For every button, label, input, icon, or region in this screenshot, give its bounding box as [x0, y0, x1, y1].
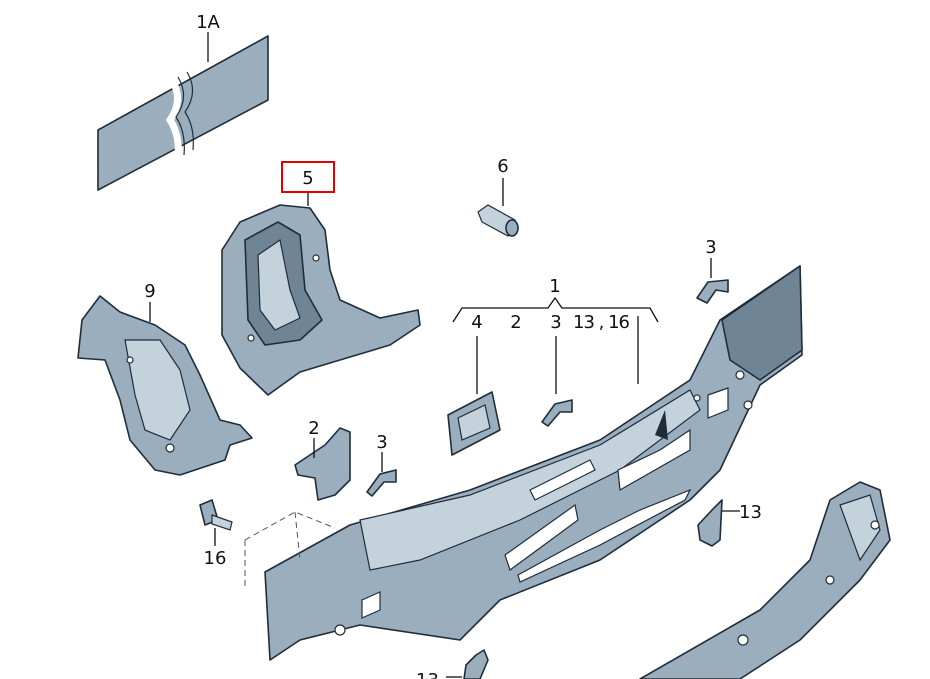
callout-13-bottom[interactable]: 13 — [416, 670, 439, 679]
part-13-bracket-bottom[interactable] — [463, 649, 489, 679]
callout-5[interactable]: 5 — [302, 168, 313, 189]
group-bracket-1 — [452, 296, 659, 323]
callout-13-right[interactable]: 13 — [739, 502, 762, 523]
callout-3[interactable]: 3 — [376, 432, 387, 453]
part-9-heat-shield[interactable] — [77, 295, 253, 476]
part-16-bolt[interactable] — [199, 499, 233, 531]
callout-13-16[interactable]: 13 , 16 — [573, 312, 631, 333]
dashed-outline — [244, 511, 336, 590]
callout-4[interactable]: 4 — [471, 312, 482, 333]
part-1-rear-panel[interactable] — [264, 265, 803, 661]
highlight-box-5 — [281, 161, 335, 193]
callout-2[interactable]: 2 — [308, 418, 319, 439]
part-2-bracket[interactable] — [294, 427, 351, 501]
part-13-bracket-right[interactable] — [697, 499, 723, 547]
part-4-reinforcement[interactable] — [447, 391, 501, 456]
callout-1a[interactable]: 1A — [196, 12, 220, 33]
part-3-clip-top[interactable] — [696, 279, 729, 304]
callout-3-group[interactable]: 3 — [550, 312, 561, 333]
part-bottom-trim[interactable] — [639, 481, 891, 679]
callout-6[interactable]: 6 — [497, 156, 508, 177]
callout-9[interactable]: 9 — [144, 281, 155, 302]
part-3-clip[interactable] — [366, 469, 397, 497]
part-6-plug[interactable] — [477, 204, 519, 237]
callout-3-top[interactable]: 3 — [705, 237, 716, 258]
part-1a-insulation-strip[interactable] — [97, 35, 269, 191]
part-5-panel[interactable] — [221, 204, 421, 396]
part-3-clip-group[interactable] — [541, 399, 573, 427]
callout-2-group[interactable]: 2 — [510, 312, 521, 333]
callout-1[interactable]: 1 — [549, 276, 560, 297]
callout-16[interactable]: 16 — [204, 548, 227, 569]
